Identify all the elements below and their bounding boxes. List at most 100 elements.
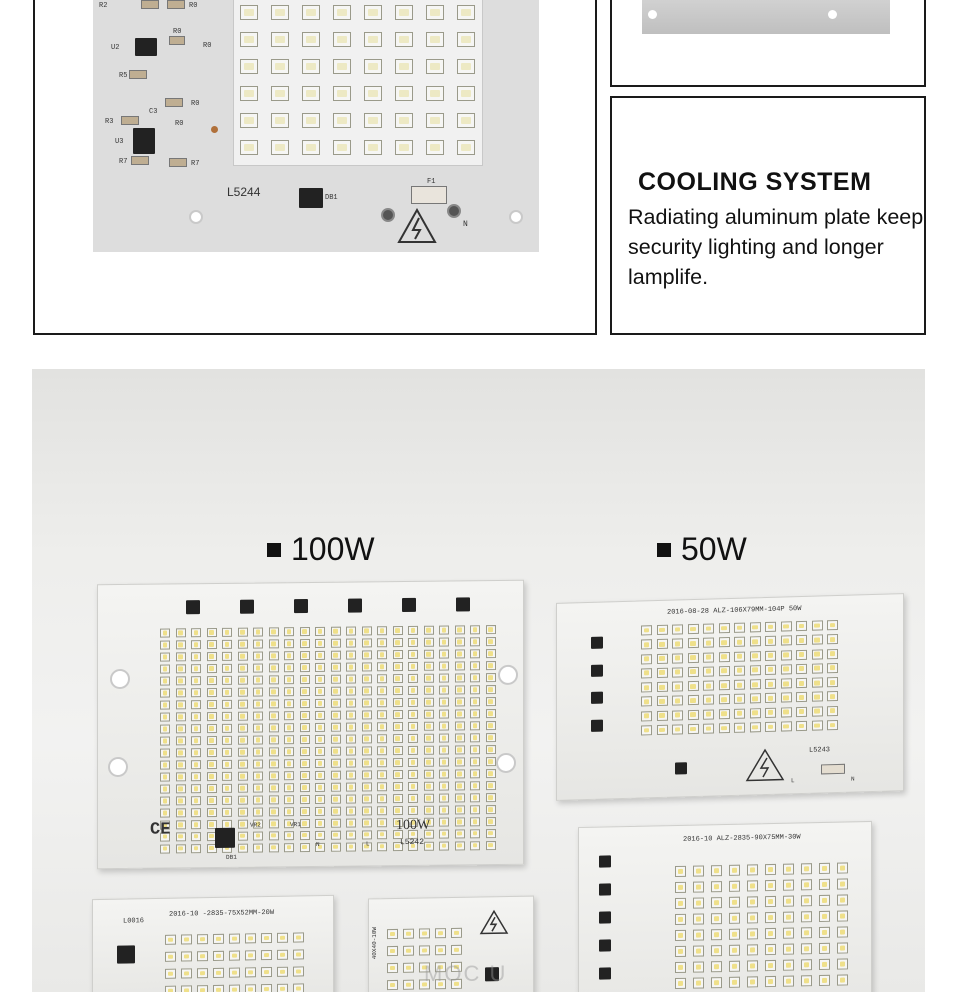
led-chip: [423, 685, 434, 695]
led-chip: [299, 758, 310, 769]
led-chip: [395, 59, 413, 74]
mounting-hole-icon: [496, 752, 516, 774]
mounting-hole-icon: [189, 210, 203, 224]
led-chip: [392, 733, 403, 744]
led-chip: [213, 950, 224, 961]
led-chip: [206, 723, 217, 734]
led-chip: [160, 844, 170, 854]
led-chip: [237, 783, 248, 793]
led-chip: [364, 113, 382, 128]
pcb-board-closeup: R2 R0 U2 R0 R0 R5 R0 C3 R3 U3 R0 R7 R7 L…: [93, 0, 539, 252]
led-chip: [439, 781, 449, 791]
led-chip: [711, 865, 722, 877]
led-chip: [315, 722, 325, 733]
led-chip: [485, 828, 496, 839]
led-chip: [470, 625, 480, 635]
led-chip: [330, 686, 341, 696]
led-chip: [299, 650, 310, 661]
led-chip: [718, 680, 730, 691]
led-chip: [485, 780, 496, 791]
led-chip: [261, 949, 272, 961]
led-chip: [801, 895, 812, 907]
led-chip: [811, 663, 823, 674]
led-chip: [454, 733, 465, 743]
led-chip: [395, 5, 413, 20]
component-ref-r7: R7: [191, 160, 200, 168]
led-grid-100w: [160, 625, 496, 854]
led-chip: [656, 624, 668, 636]
led-chip: [392, 697, 403, 708]
ref-db1: DB1: [226, 853, 237, 861]
led-chip: [299, 782, 310, 793]
led-chip: [253, 759, 263, 769]
led-chip: [423, 649, 434, 659]
led-chip: [641, 639, 652, 650]
led-chip: [387, 928, 398, 940]
aluminum-plate: [642, 0, 890, 34]
led-chip: [734, 679, 745, 691]
led-chip: [330, 746, 341, 756]
led-chip: [454, 769, 465, 779]
led-chip: [729, 880, 740, 892]
led-chip: [222, 723, 232, 733]
led-chip: [206, 711, 217, 722]
led-chip: [377, 662, 387, 672]
led-chip: [206, 795, 217, 806]
led-chip: [361, 638, 372, 648]
led-chip: [408, 733, 418, 744]
led-chip: [783, 943, 794, 955]
led-chip: [206, 807, 217, 818]
led-chip: [811, 706, 823, 717]
led-chip: [346, 638, 356, 648]
led-chip: [284, 735, 294, 745]
led-chip: [454, 805, 465, 815]
led-chip: [237, 771, 248, 781]
led-chip: [237, 723, 248, 733]
led-chip: [718, 637, 730, 648]
led-chip: [299, 830, 310, 841]
led-chip: [237, 747, 248, 757]
led-chip: [175, 772, 186, 782]
led-chip: [454, 781, 465, 791]
ref-vr2: VR2: [250, 821, 261, 829]
led-chip: [268, 651, 279, 661]
led-chip: [426, 113, 444, 128]
led-chip: [315, 662, 325, 673]
led-chip: [796, 663, 807, 675]
led-chip: [253, 795, 263, 805]
led-chip: [284, 627, 294, 637]
led-chip: [330, 782, 341, 792]
led-chip: [253, 843, 263, 853]
led-chip: [780, 721, 792, 732]
led-chip: [765, 927, 776, 940]
led-chip: [827, 619, 838, 631]
led-chip: [206, 687, 217, 698]
led-chip: [435, 945, 446, 956]
led-chip: [191, 795, 201, 806]
driver-ic-chip: [591, 719, 603, 732]
led-chip: [315, 686, 325, 697]
led-chip: [361, 674, 372, 684]
led-chip: [277, 932, 288, 943]
led-chip: [711, 929, 722, 941]
led-chip: [293, 983, 304, 992]
led-chip: [827, 634, 838, 645]
ic-chip-u3: [133, 128, 155, 154]
led-chip: [403, 928, 414, 939]
led-chip: [395, 86, 413, 101]
led-chip: [729, 928, 740, 940]
led-chip: [175, 688, 186, 698]
led-chip: [765, 678, 776, 690]
led-chip: [801, 911, 812, 923]
led-chip: [485, 792, 496, 803]
led-chip: [796, 678, 807, 689]
led-chip: [346, 782, 356, 792]
led-chip: [811, 691, 823, 703]
led-chip: [377, 722, 387, 732]
resistor: [169, 158, 187, 167]
led-chip: [693, 913, 704, 925]
led-chip: [277, 949, 288, 960]
led-chip: [175, 724, 186, 734]
led-chip: [222, 687, 232, 698]
led-chip: [206, 783, 217, 794]
